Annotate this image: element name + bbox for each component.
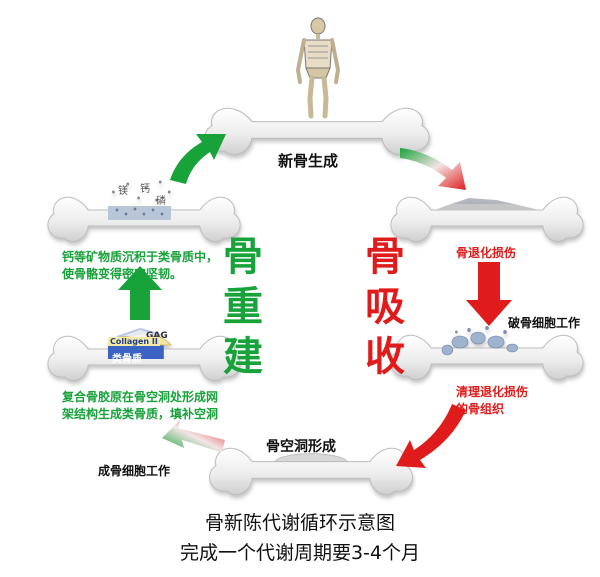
stage-label-mineral-1: 钙等矿物质沉积于类骨质中， [62,250,219,264]
arrow-left-up [118,266,162,320]
mineral-p-label: 磷 [156,196,166,207]
arrow-right-down [466,262,512,326]
mineral-ca-label: 钙 [140,184,150,195]
collagen-label: Collagen II [108,337,160,346]
caption-title: 骨新陈代谢循环示意图 [204,512,395,534]
stage-label-cavity: 骨空洞形成 [266,439,336,455]
phase-resorb-char-1: 骨 [365,234,405,280]
phase-rebuild-char-3: 建 [223,334,263,380]
bone-right-1 [390,196,584,243]
bone-top [204,107,430,156]
stage-label-mineral-2: 使骨骼变得密实坚韧。 [62,267,183,281]
stage-label-osteoblast: 成骨细胞工作 [98,464,171,478]
stage-label-degeneration: 骨退化损伤 [456,246,517,260]
stage-label-new-bone: 新骨生成 [278,152,339,170]
arrow-right-bottom [396,404,466,468]
phase-rebuild-char-2: 重 [223,284,263,330]
arrow-bottom-left [162,420,225,452]
skeleton-figure [295,17,341,119]
caption-subtitle: 完成一个代谢周期要3-4个月 [179,542,421,564]
arrow-top-right [400,148,466,190]
stage-label-collagen-2: 架结构生成类骨质，填补空洞 [62,407,219,421]
bone-left-top [47,180,241,243]
gag-label: GAG [146,331,168,341]
phase-rebuild-char-1: 骨 [223,234,263,280]
arrow-top-left [170,134,226,184]
phase-resorb-char-3: 收 [365,334,405,380]
stage-label-collagen-1: 复合骨胶原在骨空洞处形成网 [62,390,219,404]
osteoid-label: 类骨质 [112,354,142,365]
phase-resorb-char-2: 吸 [365,284,405,330]
stage-label-clearing-2: 的骨组织 [456,402,505,416]
mineral-mg-label: 镁 [118,186,128,197]
bone-bottom [209,447,413,496]
bone-right-2 [390,326,584,381]
phase-rebuild: 骨 重 建 [218,232,268,382]
stage-label-clearing-1: 清理退化损伤 [456,385,529,399]
stage-label-osteoclast: 破骨细胞工作 [508,316,581,330]
phase-resorb: 骨 吸 收 [360,232,410,382]
